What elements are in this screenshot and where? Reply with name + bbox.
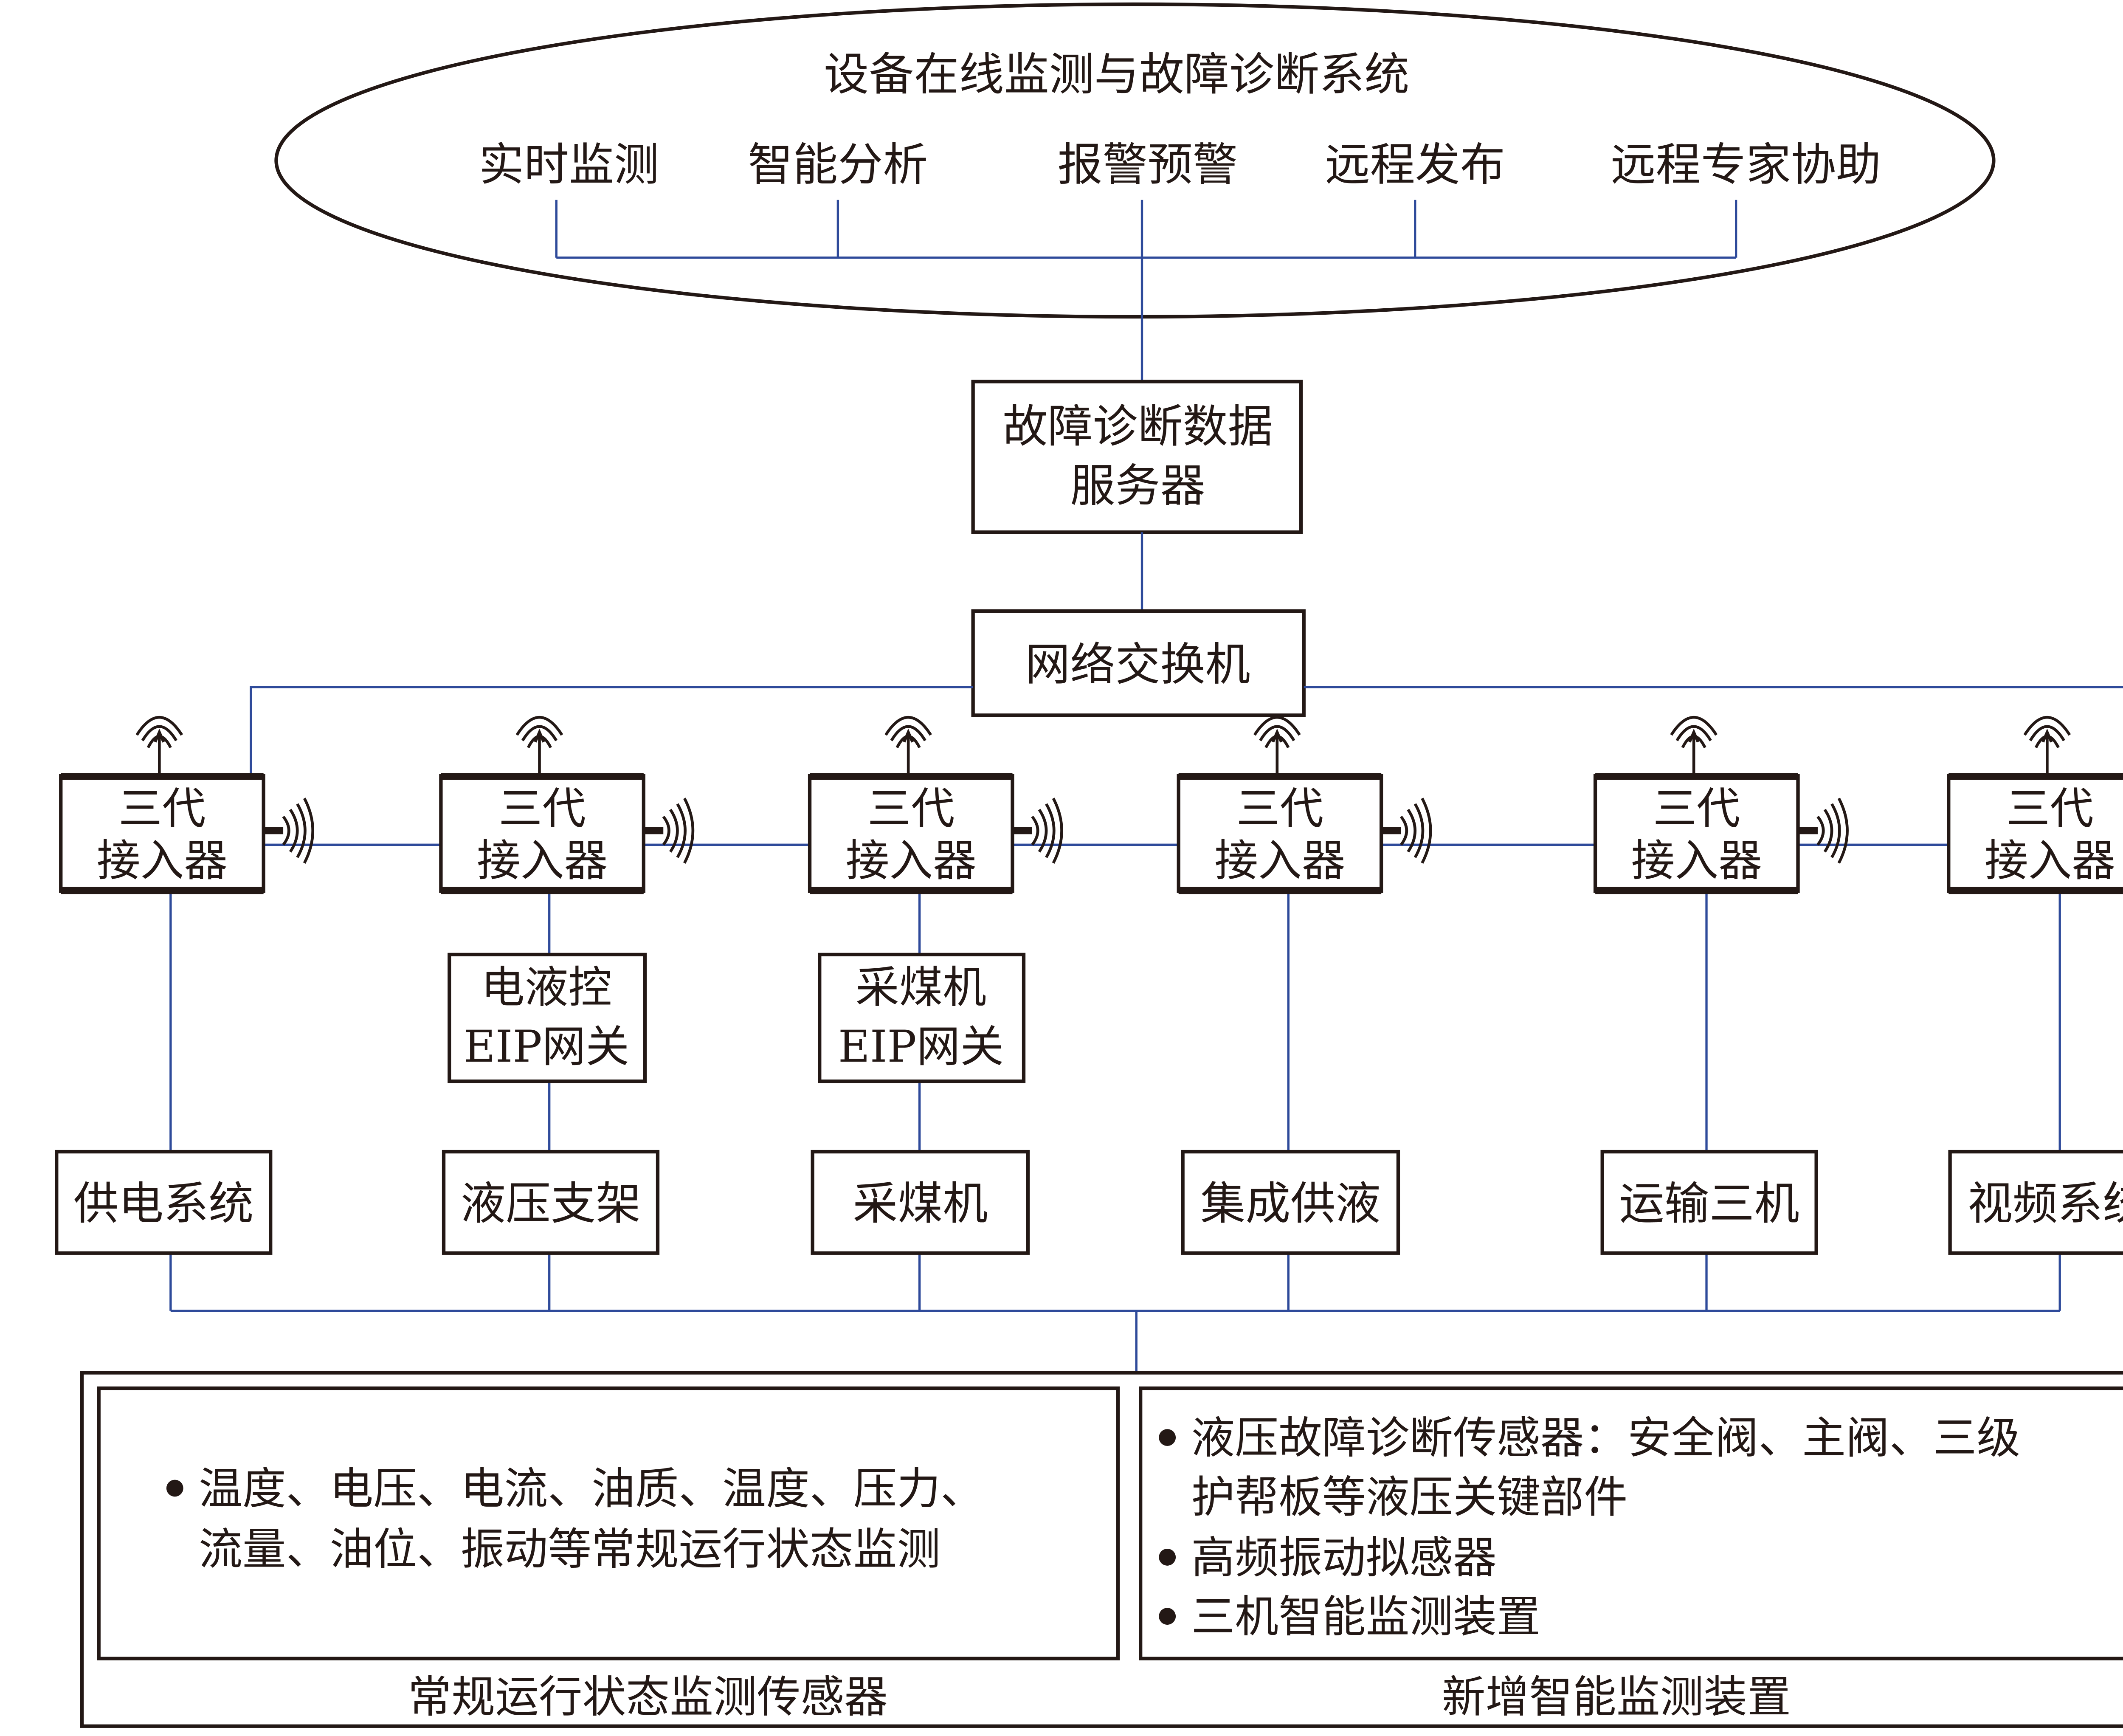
gateway-shearer-label-1: 采煤机 [856,963,986,1013]
wireless-icon [643,798,695,864]
monitoring-system: 设备在线监测与故障诊断系统 实时监测 智能分析 报警预警 远程发布 远程专家协助 [274,2,1996,382]
function-expert: 远程专家协助 [1611,139,1881,191]
bullet-icon [1159,1549,1176,1566]
subsystem-box [811,1150,1030,1255]
accessor-top-bar [1178,773,1382,780]
accessor-label-1: 三代 [498,784,586,834]
accessor-label-1: 三代 [1653,784,1740,834]
accessor-label-2: 接入器 [1214,836,1345,886]
switch-label: 网络交换机 [1025,639,1250,691]
server-box [971,380,1303,534]
subsystem-box [55,1150,273,1255]
function-analysis: 智能分析 [748,139,928,191]
drop-lines [169,891,2061,1152]
accessor-label-2: 接入器 [1631,836,1762,886]
accessor-bottom-bar [1178,887,1382,894]
antenna-icon [1253,716,1301,773]
gateway-hydraulic-label-1: 电液控 [481,963,612,1013]
function-realtime: 实时监测 [479,139,659,191]
subsystem-label: 视频系统 [1968,1178,2123,1230]
sensor-right-line-1: 液压故障诊断传感器：安全阀、主阀、三级 [1191,1413,2021,1464]
subsystem-3: 采煤机 [811,1150,1030,1255]
system-title: 设备在线监测与故障诊断系统 [824,49,1409,101]
sensor-left-caption: 常规运行状态监测传感器 [408,1672,888,1723]
accessor-bottom-bar [1948,887,2123,894]
sensor-left-line-2: 流量、油位、振动等常规运行状态监测 [199,1525,940,1575]
subsystem-label: 采煤机 [853,1178,988,1230]
antenna-icon [1670,716,1718,773]
server-label-1: 故障诊断数据 [1002,401,1273,453]
accessor-label-2: 接入器 [846,836,977,886]
sensor-left-box [97,1386,1120,1660]
accessor-box [1947,774,2123,893]
sensor-right-caption: 新增智能监测装置 [1442,1672,1791,1723]
accessor-bottom-bar [810,887,1013,894]
system-ellipse [274,2,1996,319]
bullet-icon [166,1480,183,1497]
gateway-shearer-box [818,953,1026,1083]
subsystem-4: 集成供液 [1181,1150,1400,1255]
accessor-label-1: 三代 [118,784,206,834]
antenna-icon [884,716,932,773]
accessor-top-bar [1948,773,2123,780]
subsystem-box [1948,1150,2123,1255]
subsystem-box [1181,1150,1400,1255]
subsystem-box [442,1150,660,1255]
accessor-top-bar [61,773,264,780]
function-connectors [555,200,1737,382]
antenna-icon [135,716,183,773]
server-label-2: 服务器 [1070,460,1205,512]
bus-lines [169,1253,2061,1373]
subsystem-label: 运输三机 [1619,1178,1799,1230]
wireless-icon [263,798,314,864]
antenna-icon [515,716,563,773]
sensor-right-box [1139,1386,2123,1660]
wireless-icon [1381,798,1432,864]
gateway-shearer-label-2: EIP网关 [838,1022,1004,1072]
subsystem-label: 供电系统 [73,1178,253,1230]
accessor-top-bar [810,773,1013,780]
accessor-label-1: 三代 [1236,784,1324,834]
accessor-box [59,774,265,893]
bullet-icon [1159,1608,1176,1625]
accessor-label-1: 三代 [867,784,955,834]
switch-box [971,609,1306,717]
bullet-icon [1159,1429,1176,1446]
function-alarm: 报警预警 [1058,139,1238,191]
subsystem-2: 液压支架 [442,1150,660,1255]
function-publish: 远程发布 [1325,139,1505,191]
subsystem-1: 供电系统 [55,1150,273,1255]
sensor-left-line-1: 温度、电压、电流、油质、温度、压力、 [199,1464,984,1514]
accessor-label-2: 接入器 [477,836,608,886]
accessor-bottom-bar [61,887,264,894]
subsystem-label: 集成供液 [1200,1178,1380,1230]
sensor-right-line-3: 高频振动拟感器 [1191,1533,1497,1583]
accessor-label-2: 接入器 [97,836,228,886]
switch-links [250,686,2123,776]
accessor-top-bar [441,773,644,780]
accessor-label-2: 接入器 [1985,836,2115,886]
antenna-icon [2023,716,2071,773]
gateway-hydraulic-label-2: EIP网关 [464,1022,629,1072]
accessor-label-1: 三代 [2006,784,2094,834]
sensor-right-line-2: 护帮板等液压关键部件 [1191,1472,1628,1523]
wireless-icon [1012,798,1063,864]
accessor-top-bar [1595,773,1798,780]
subsystem-6: 视频系统 [1948,1150,2123,1255]
subsystem-5: 运输三机 [1600,1150,1818,1255]
wireless-icon [1798,798,1849,864]
subsystem-box [1600,1150,1818,1255]
gateway-hydraulic-box [448,953,647,1083]
sensor-right-line-4: 三机智能监测装置 [1191,1592,1540,1643]
subsystem-label: 液压支架 [461,1178,641,1230]
accessor-bottom-bar [441,887,644,894]
accessor-bottom-bar [1595,887,1798,894]
